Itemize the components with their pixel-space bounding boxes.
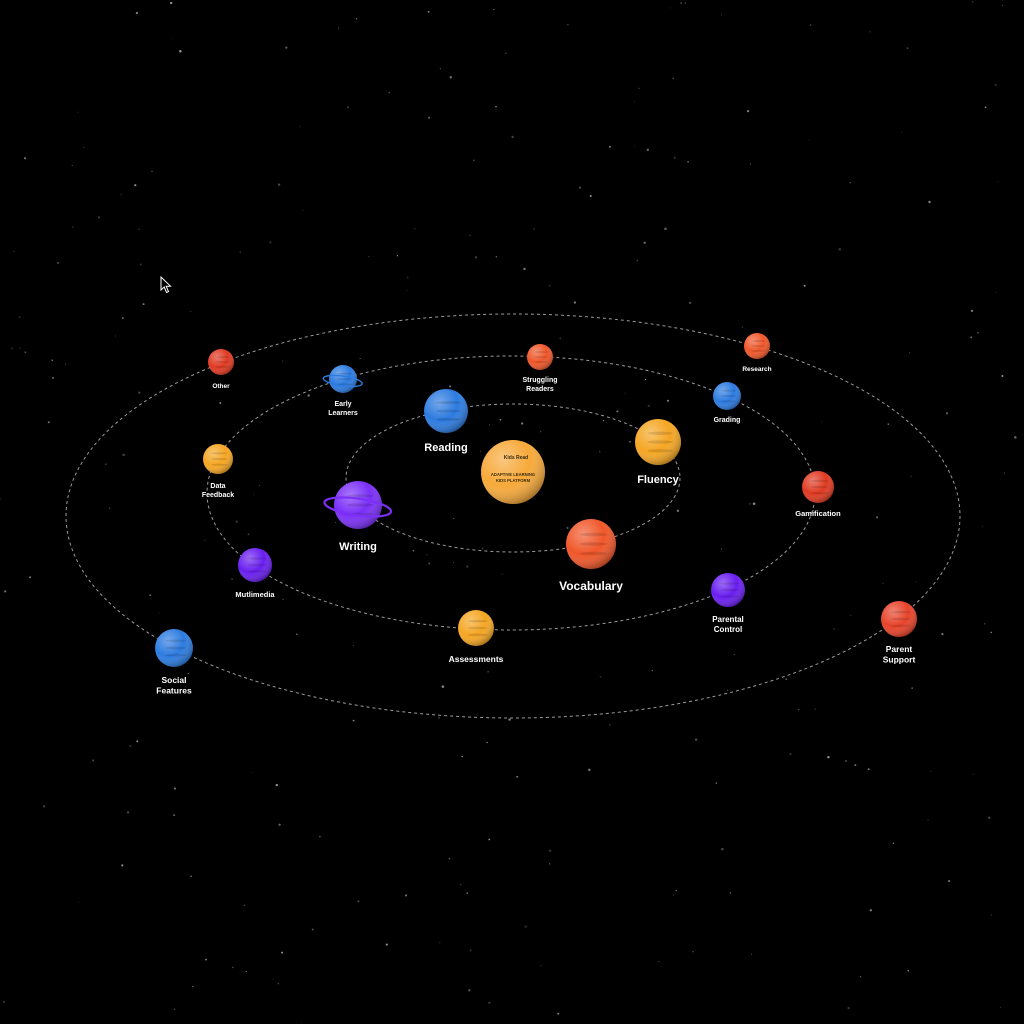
planet-label-reading: Reading bbox=[424, 442, 467, 454]
center-sun[interactable]: Kids Read ADAPTIVE LEARNING KIDS PLATFOR… bbox=[481, 440, 545, 504]
planet-label-social-features: Features bbox=[156, 686, 192, 696]
mouse-cursor-icon bbox=[160, 276, 172, 294]
planet-label-vocabulary: Vocabulary bbox=[559, 579, 623, 593]
planet-reading[interactable]: Reading bbox=[424, 389, 468, 454]
planet-label-research: Research bbox=[742, 366, 771, 373]
planet-label-early-learners: Learners bbox=[328, 410, 358, 417]
planet-label-parental-control: Control bbox=[714, 625, 742, 634]
planet-multimedia[interactable]: Mutlimedia bbox=[235, 548, 275, 599]
planet-writing[interactable]: Writing bbox=[323, 481, 393, 553]
planet-label-multimedia: Mutlimedia bbox=[235, 590, 275, 599]
planet-label-social-features: Social bbox=[161, 675, 186, 685]
planet-vocabulary[interactable]: Vocabulary bbox=[559, 519, 623, 593]
planet-gamification[interactable]: Gamification bbox=[795, 471, 841, 518]
planet-ring-icon bbox=[323, 496, 393, 518]
planet-ring-icon bbox=[322, 374, 363, 388]
orbit-outer bbox=[65, 313, 961, 719]
planet-research[interactable]: Research bbox=[742, 333, 772, 373]
planet-other[interactable]: Other bbox=[208, 349, 234, 390]
planet-label-other: Other bbox=[212, 383, 230, 390]
planet-label-parental-control: Parental bbox=[712, 615, 744, 624]
center-title-line2: KIDS PLATFORM bbox=[496, 478, 531, 483]
center-logo-text: Kids Read bbox=[504, 455, 528, 461]
planet-label-gamification: Gamification bbox=[795, 509, 841, 518]
planet-label-data-feedback: Feedback bbox=[202, 492, 234, 499]
planet-assessments[interactable]: Assessments bbox=[449, 610, 504, 664]
planet-label-writing: Writing bbox=[339, 541, 377, 553]
planet-label-data-feedback: Data bbox=[210, 483, 225, 490]
planet-label-struggling-readers: Readers bbox=[526, 386, 554, 393]
orbit-inner bbox=[345, 403, 681, 553]
planet-fluency[interactable]: Fluency bbox=[635, 419, 681, 486]
planet-label-grading: Grading bbox=[714, 417, 741, 424]
planet-label-assessments: Assessments bbox=[449, 654, 504, 664]
planet-grading[interactable]: Grading bbox=[713, 382, 741, 424]
center-title-line1: ADAPTIVE LEARNING bbox=[491, 472, 535, 477]
planet-label-fluency: Fluency bbox=[637, 474, 679, 486]
planet-label-parent-support: Parent bbox=[886, 644, 913, 654]
planet-label-struggling-readers: Struggling bbox=[523, 377, 558, 384]
planet-label-parent-support: Support bbox=[883, 655, 916, 665]
planet-label-early-learners: Early bbox=[334, 401, 351, 408]
